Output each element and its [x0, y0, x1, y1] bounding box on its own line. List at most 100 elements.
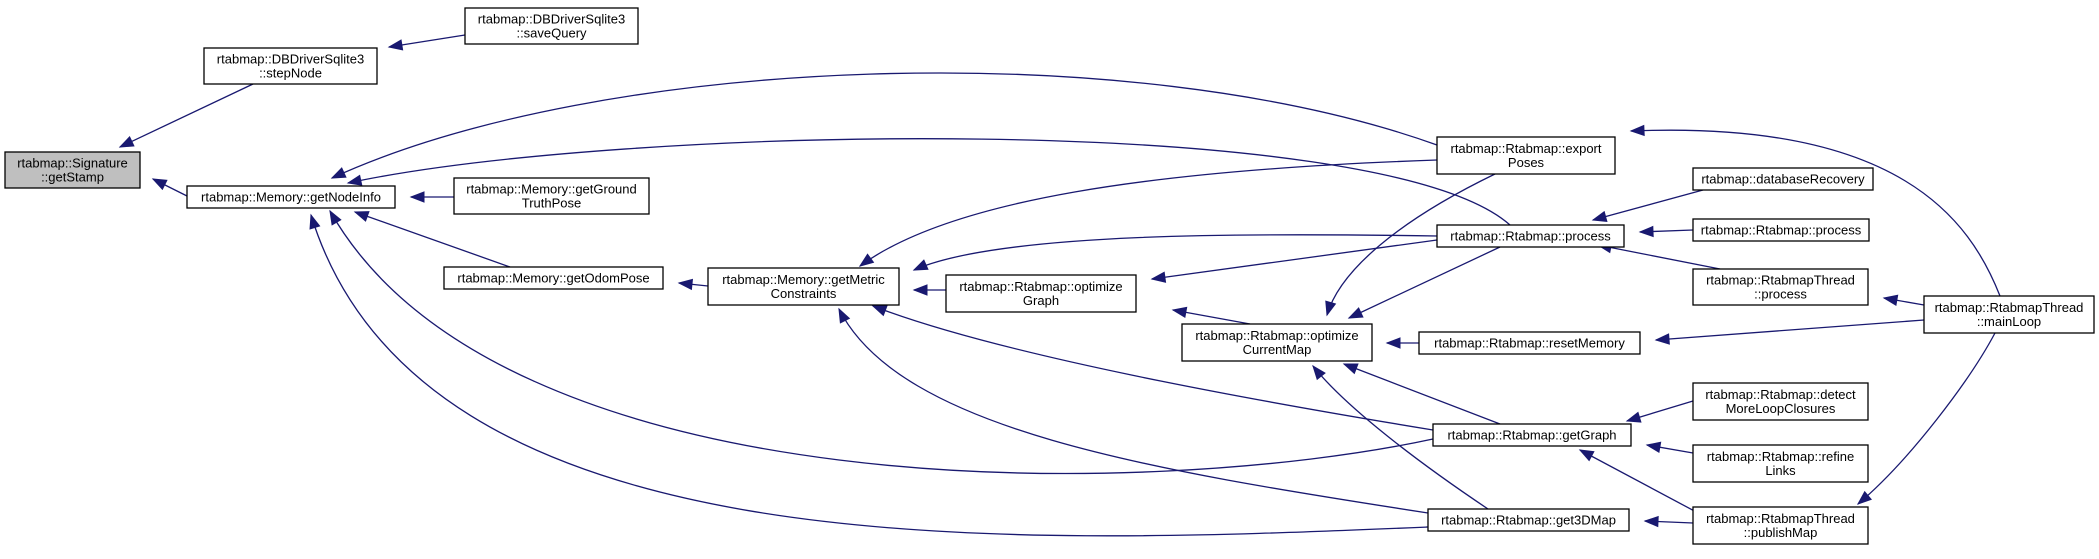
node-getStamp[interactable]: rtabmap::Signature::getStamp [4, 151, 141, 189]
node-box[interactable] [1692, 382, 1869, 421]
node-label: rtabmap::RtabmapThread [1935, 300, 2084, 315]
edge-getGraph-to-getNodeInfo [329, 209, 1434, 475]
node-box[interactable] [453, 177, 650, 215]
node-box[interactable] [203, 47, 378, 85]
node-box[interactable] [1181, 323, 1373, 362]
edge-line [859, 159, 1438, 267]
node-stepNode[interactable]: rtabmap::DBDriverSqlite3::stepNode [203, 47, 378, 85]
node-label: Poses [1508, 155, 1545, 170]
node-label: rtabmap::Signature [17, 156, 128, 171]
node-getNodeInfo[interactable]: rtabmap::Memory::getNodeInfo [186, 185, 396, 209]
node-box[interactable] [1692, 218, 1870, 242]
edge-mainLoop-to-publishMap [1856, 332, 1996, 505]
arrow-head [1625, 411, 1642, 423]
arrow-head [118, 136, 135, 148]
arrow-head [1578, 449, 1595, 462]
node-threadProcess[interactable]: rtabmap::RtabmapThread::process [1692, 268, 1869, 306]
edge-process-to-optimizeCurrentMap [1347, 246, 1501, 319]
node-label: rtabmap::databaseRecovery [1701, 172, 1865, 187]
arrow-head [1171, 306, 1188, 319]
node-box[interactable] [186, 185, 396, 209]
node-label: ::stepNode [259, 66, 322, 81]
node-label: ::getStamp [41, 170, 104, 185]
arrow-head [1347, 307, 1364, 319]
node-label: ::process [1754, 287, 1807, 302]
node-publishMap[interactable]: rtabmap::RtabmapThread::publishMap [1692, 506, 1869, 545]
node-label: rtabmap::Rtabmap::detect [1705, 387, 1856, 402]
node-box[interactable] [1436, 224, 1625, 248]
arrow-head [1643, 515, 1659, 528]
node-box[interactable] [707, 267, 900, 306]
node-box[interactable] [464, 7, 639, 45]
arrow-head [409, 191, 425, 203]
node-box[interactable] [1692, 167, 1874, 191]
node-get3DMap[interactable]: rtabmap::Rtabmap::get3DMap [1427, 508, 1630, 532]
node-label: rtabmap::Rtabmap::optimize [959, 279, 1122, 294]
edge-line [1655, 319, 1925, 341]
edge-getMetricConstraints-to-getOdomPose [677, 278, 709, 291]
node-box[interactable] [1418, 331, 1641, 355]
node-saveQuery[interactable]: rtabmap::DBDriverSqlite3::saveQuery [464, 7, 639, 45]
node-label: TruthPose [522, 196, 582, 211]
node-label: rtabmap::Rtabmap::process [1701, 223, 1862, 238]
node-resetMemory[interactable]: rtabmap::Rtabmap::resetMemory [1418, 331, 1641, 355]
node-label: rtabmap::Rtabmap::get3DMap [1441, 513, 1616, 528]
edge-stepNode-to-getStamp [118, 83, 254, 148]
node-box[interactable] [1436, 136, 1616, 175]
edge-line [913, 234, 1438, 271]
node-box[interactable] [1692, 506, 1869, 545]
edge-optimizeCurrentMap-to-optimizeGraph [1171, 306, 1251, 325]
node-box[interactable] [1692, 268, 1869, 306]
arrow-head [346, 174, 363, 186]
edges-layer [118, 34, 2001, 537]
node-box[interactable] [443, 266, 664, 290]
node-box[interactable] [1432, 423, 1632, 447]
edge-line [347, 138, 1511, 226]
arrow-head [1654, 333, 1670, 345]
node-box[interactable] [1923, 295, 2095, 334]
edge-mainLoop-to-threadProcess [1882, 294, 1925, 306]
edge-line [1312, 365, 1489, 510]
arrow-head [1882, 294, 1899, 306]
edge-refineLinks-to-getGraph [1645, 441, 1694, 454]
edge-exportPoses-to-getMetricConstraints [858, 159, 1438, 267]
node-label: rtabmap::RtabmapThread [1706, 273, 1855, 288]
edge-getGroundTruthPose-to-getNodeInfo [409, 191, 454, 203]
arrow-head [1645, 441, 1662, 453]
node-label: Links [1765, 463, 1796, 478]
arrow-head [387, 39, 404, 51]
edge-saveQuery-to-stepNode [387, 34, 466, 51]
node-databaseRecovery[interactable]: rtabmap::databaseRecovery [1692, 167, 1874, 191]
edge-mainLoop-to-exportPoses [1629, 124, 2001, 297]
node-box[interactable] [4, 151, 141, 189]
edge-exportPoses-to-getNodeInfo [330, 72, 1438, 179]
node-box[interactable] [945, 274, 1137, 313]
node-getOdomPose[interactable]: rtabmap::Memory::getOdomPose [443, 266, 664, 290]
node-label: rtabmap::Memory::getOdomPose [457, 271, 649, 286]
arrow-head [1629, 124, 1645, 137]
edge-get3DMap-to-optimizeCurrentMap [1312, 364, 1489, 510]
edge-mainLoop-to-resetMemory [1654, 319, 1925, 345]
arrow-head [858, 253, 875, 267]
node-rtabmapProcess[interactable]: rtabmap::Rtabmap::process [1692, 218, 1870, 242]
node-label: rtabmap::Rtabmap::export [1450, 141, 1601, 156]
node-label: rtabmap::Memory::getNodeInfo [201, 190, 381, 205]
node-box[interactable] [1692, 444, 1869, 483]
node-getGraph[interactable]: rtabmap::Rtabmap::getGraph [1432, 423, 1632, 447]
node-mainLoop[interactable]: rtabmap::RtabmapThread::mainLoop [1923, 295, 2095, 334]
arrow-head [912, 259, 929, 271]
edge-line [1348, 246, 1501, 319]
node-box[interactable] [1427, 508, 1630, 532]
node-label: ::mainLoop [1977, 314, 2041, 329]
node-process[interactable]: rtabmap::Rtabmap::process [1436, 224, 1625, 248]
edge-databaseRecovery-to-process [1591, 189, 1704, 222]
arrow-head [330, 167, 347, 179]
